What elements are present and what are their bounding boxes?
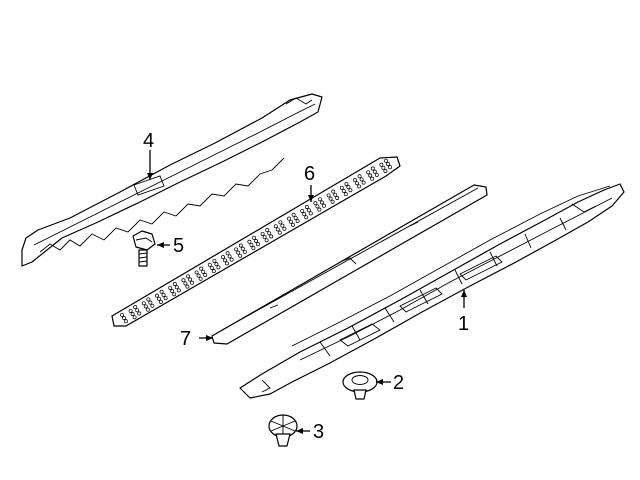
callout-4: 4 — [143, 130, 154, 152]
callout-6: 6 — [304, 163, 315, 185]
part-5-bolt — [132, 230, 156, 267]
callout-2: 2 — [393, 372, 404, 394]
callout-labels: 1 2 3 4 5 6 7 — [143, 130, 469, 443]
part-2-push-clip — [342, 371, 378, 400]
part-6-perforated-cover — [111, 156, 401, 327]
callout-5: 5 — [173, 235, 184, 257]
part-3-rivet-clip — [268, 414, 298, 447]
callout-1: 1 — [458, 313, 469, 335]
callout-3: 3 — [313, 421, 324, 443]
callout-7: 7 — [180, 328, 191, 350]
part-6-perforation-pattern — [120, 158, 392, 324]
part-7-molding-strip — [211, 184, 488, 345]
part-1-rocker-panel — [239, 183, 625, 399]
part-4-reinforcement-bracket — [21, 93, 323, 267]
leader-lines — [147, 150, 467, 434]
